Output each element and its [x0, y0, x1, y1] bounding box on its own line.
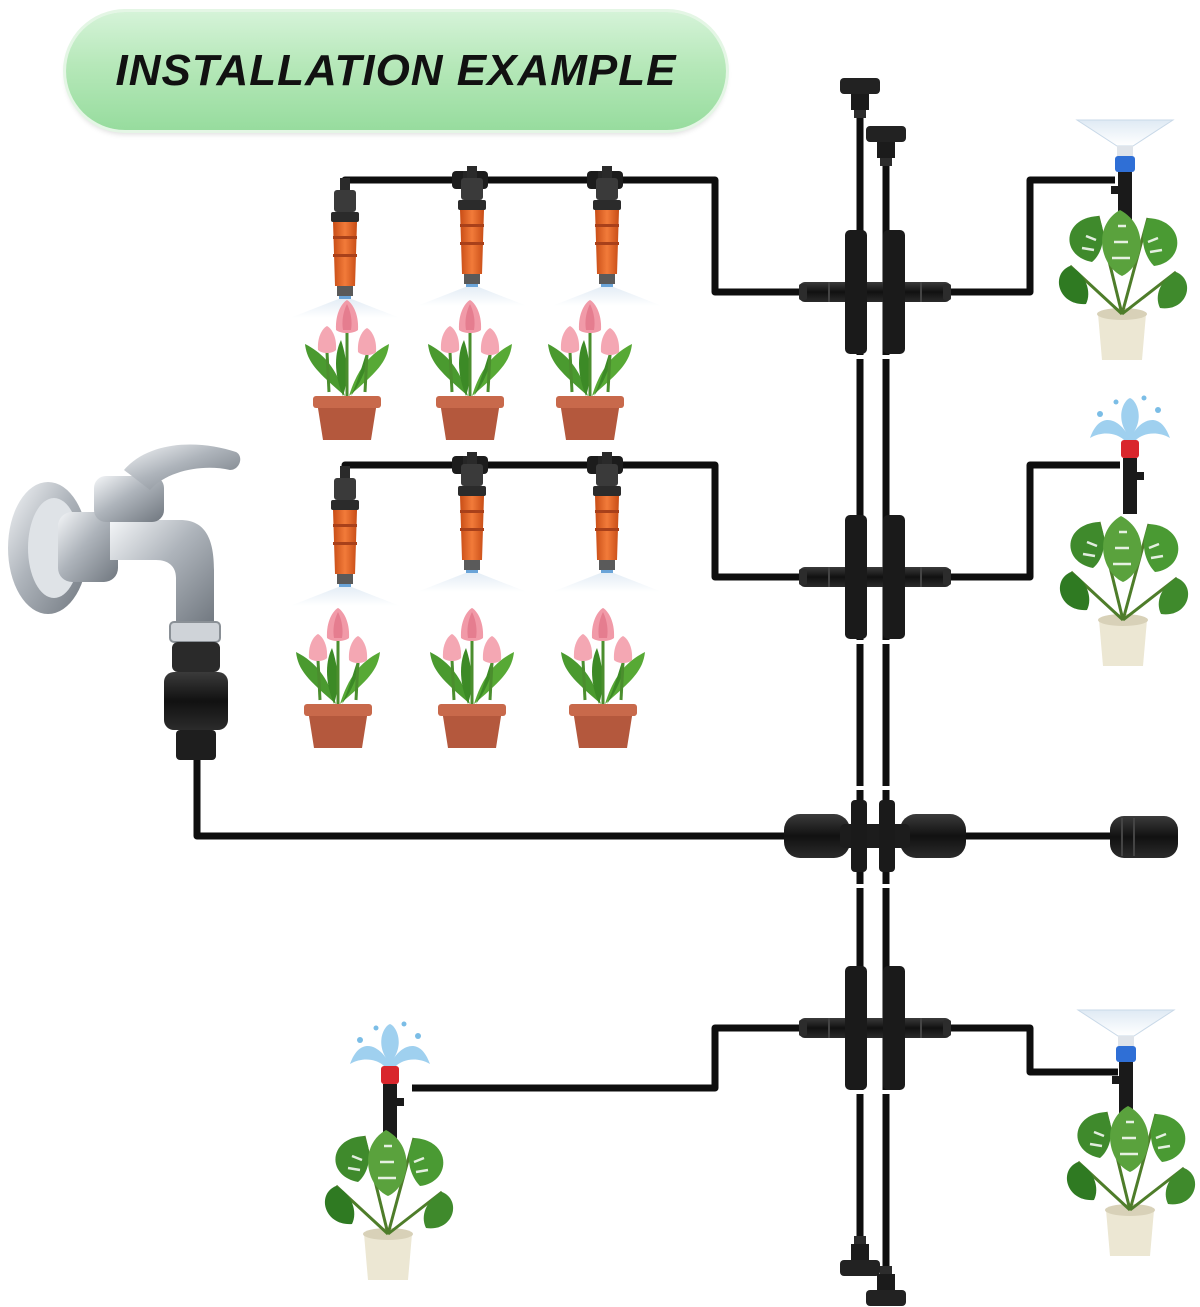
title-banner: INSTALLATION EXAMPLE — [66, 12, 726, 130]
branch-line-bottom-right — [950, 1024, 1118, 1076]
hose-connector-icon — [164, 642, 228, 760]
monstera-pot-icon — [1057, 208, 1189, 362]
monstera-pot-icon — [323, 1128, 455, 1282]
misting-nozzle-icon — [552, 166, 662, 306]
end-plug-icon — [1110, 816, 1178, 858]
splash-sprinkler-icon — [350, 1021, 430, 1140]
splash-sprinkler-icon — [1090, 395, 1170, 514]
tulip-pot-icon — [428, 606, 516, 750]
tulip-pot-icon — [559, 606, 647, 750]
page-title: INSTALLATION EXAMPLE — [115, 46, 677, 95]
tulip-pot-icon — [546, 298, 634, 442]
end-plug-icon — [840, 1236, 880, 1276]
branch-line-mid-left — [341, 461, 800, 581]
branch-line-top-left — [341, 176, 800, 296]
tulip-pot-icon — [294, 606, 382, 750]
tulip-pot-icon — [303, 298, 391, 442]
end-plug-icon — [866, 126, 906, 166]
misting-nozzle-icon — [417, 166, 527, 306]
main-tee-connector-icon — [798, 514, 952, 640]
fan-spray-emitter-icon — [1076, 119, 1174, 229]
pipe-gaps — [852, 355, 894, 1094]
monstera-pot-icon — [1065, 1104, 1197, 1258]
main-tee-connector-icon — [798, 965, 952, 1091]
main-inline-connector-icon — [784, 800, 966, 872]
branch-line-bottom-left — [412, 1024, 800, 1092]
branch-line-mid-right — [950, 461, 1120, 581]
misting-nozzle-icon — [290, 178, 400, 318]
misting-nozzle-icon — [552, 452, 662, 592]
misting-nozzle-icon — [417, 452, 527, 592]
end-plug-icon — [840, 78, 880, 118]
tulip-pot-icon — [426, 298, 514, 442]
misting-nozzle-icon — [290, 466, 400, 606]
faucet-icon — [8, 444, 241, 643]
supply-line — [193, 760, 800, 840]
fan-spray-emitter-icon — [1077, 1009, 1175, 1119]
main-tee-connector-icon — [798, 229, 952, 355]
monstera-pot-icon — [1058, 514, 1190, 668]
branch-line-top-right — [950, 176, 1115, 296]
